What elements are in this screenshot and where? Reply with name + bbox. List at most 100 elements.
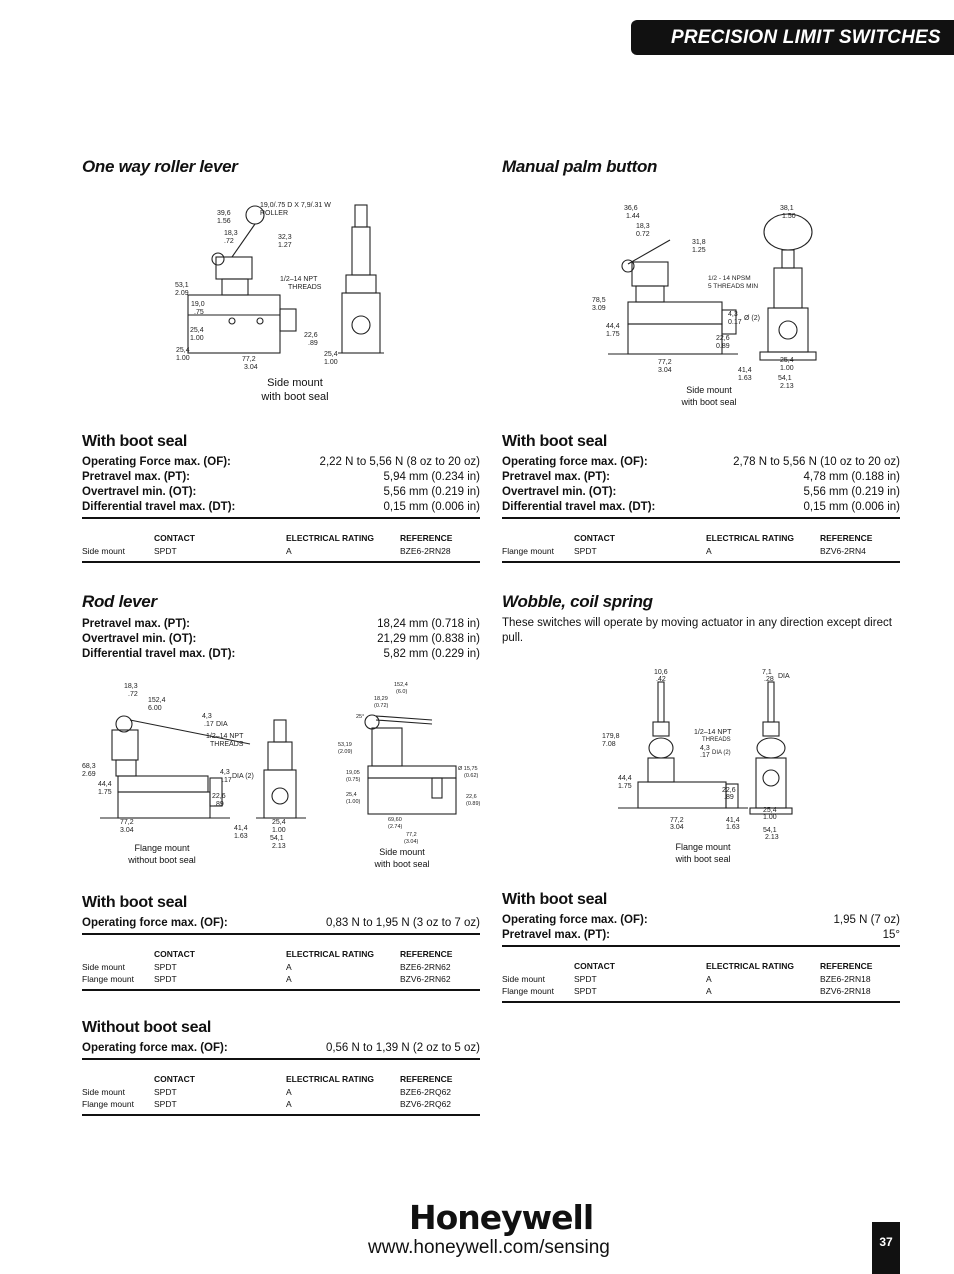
roller-lever-drawing: 19,0/.75 D X 7,9/.31 W ROLLER 39,6 1.56 … <box>172 195 387 375</box>
dim-label: 6.00 <box>148 705 162 712</box>
rod-subtitle-without-boot: Without boot seal <box>82 1019 211 1036</box>
dim-label: .72 <box>224 238 234 245</box>
dim-label: 2.13 <box>272 843 286 850</box>
dim-label: 19,0/.75 D X 7,9/.31 W <box>260 202 331 209</box>
dim-label: ROLLER <box>260 210 288 217</box>
dim-label: 36,6 <box>624 205 638 212</box>
dim-label: 1.00 <box>324 359 338 366</box>
dim-label: 78,5 <box>592 297 606 304</box>
dim-label: 18,3 <box>124 683 138 690</box>
spec-row: Operating force max. (OF):0,56 N to 1,39… <box>82 1041 480 1054</box>
dim-label: 18,3 <box>224 230 238 237</box>
roller-specs-block: With boot seal Operating Force max. (OF)… <box>82 433 480 563</box>
dim-label: THREADS <box>702 737 731 743</box>
dim-label: 2.13 <box>780 383 794 390</box>
dim-label: 54,1 <box>270 835 284 842</box>
dim-label: 4,3 <box>728 311 738 318</box>
dim-label: Ø (2) <box>744 315 760 322</box>
dim-label: 25,4 <box>346 792 357 798</box>
dim-label: 152,4 <box>394 682 408 688</box>
dim-label: 0.72 <box>636 231 650 238</box>
dim-label: .42 <box>656 676 666 683</box>
dim-label: 1/2–14 NPT <box>280 276 318 283</box>
dim-label: (6.0) <box>396 689 407 695</box>
section-title-roller: One way roller lever <box>82 157 238 176</box>
page-number: 37 <box>872 1222 900 1274</box>
dim-label: 19,0 <box>191 301 205 308</box>
spec-row: Pretravel max. (PT):18,24 mm (0.718 in) <box>82 617 480 630</box>
dim-label: 77,2 <box>658 359 672 366</box>
dim-label: 1.44 <box>626 213 640 220</box>
dim-label: (0.72) <box>374 703 389 709</box>
dim-label: 2.69 <box>82 771 96 778</box>
dim-label: 179,8 <box>602 733 620 740</box>
dim-label: 1.00 <box>763 814 777 821</box>
dim-label: (1.00) <box>346 799 361 805</box>
dim-label: 68,3 <box>82 763 96 770</box>
roller-spec-table: Operating Force max. (OF):2,22 N to 5,56… <box>82 454 480 514</box>
dim-label: .72 <box>128 691 138 698</box>
dim-label: .28 <box>764 676 774 683</box>
wobble-spring-drawing: 10,6 .42 7,1 .28 DIA 179,8 7.08 1/2–14 N… <box>598 666 828 846</box>
dim-label: (0.62) <box>464 773 479 779</box>
dim-label: .17 <box>204 721 214 728</box>
dim-label: DIA <box>778 673 790 680</box>
rod-lever-drawing-side: 152,4 (6.0) 18,29 (0.72) 25° 53,19 (2.09… <box>332 680 482 850</box>
spec-row: Overtravel min. (OT):5,56 mm (0.219 in) <box>502 485 900 498</box>
dim-label: 25,4 <box>272 819 286 826</box>
dim-label: 1.63 <box>726 824 740 831</box>
dim-label: 7.08 <box>602 741 616 748</box>
dim-label: .89 <box>724 794 734 801</box>
dim-label: 25,4 <box>780 357 794 364</box>
dim-label: (2.74) <box>388 824 403 830</box>
spec-row: Pretravel max. (PT):5,94 mm (0.234 in) <box>82 470 480 483</box>
rod-drawing-b-caption: Side mount with boot seal <box>374 847 430 869</box>
rod-boot-spec-table: Operating force max. (OF):0,83 N to 1,95… <box>82 915 480 930</box>
dim-label: 41,4 <box>234 825 248 832</box>
palm-subtitle: With boot seal <box>502 433 607 450</box>
roller-drawing-caption: Side mount with boot seal <box>261 377 329 403</box>
dim-label: THREADS <box>288 284 322 291</box>
spec-row: Operating force max. (OF):0,83 N to 1,95… <box>82 916 480 929</box>
wobble-subtitle: With boot seal <box>502 891 607 908</box>
dim-label: 1.27 <box>278 242 292 249</box>
dim-label: 1/2–14 NPT <box>694 729 732 736</box>
dim-label: 1.00 <box>176 355 190 362</box>
dim-label: 53,1 <box>175 282 189 289</box>
dim-label: 44,4 <box>98 781 112 788</box>
dim-label: 4,3 <box>220 769 230 776</box>
dim-label: 25,4 <box>324 351 338 358</box>
dim-label: 1.00 <box>190 335 204 342</box>
rod-block: Rod lever Pretravel max. (PT):18,24 mm (… <box>82 592 480 661</box>
dim-label: (2.09) <box>338 749 353 755</box>
wobble-description: These switches will operate by moving ac… <box>502 617 892 644</box>
footer-url[interactable]: www.honeywell.com/sensing <box>368 1237 610 1258</box>
palm-drawing-caption: Side mount with boot seal <box>681 385 737 407</box>
wobble-spec-table: Operating force max. (OF):1,95 N (7 oz) … <box>502 912 900 942</box>
dim-label: DIA (2) <box>232 773 254 780</box>
dim-label: .17 <box>700 752 710 759</box>
dim-label: 3.04 <box>670 824 684 831</box>
dim-label: 25,4 <box>176 347 190 354</box>
wobble-drawing-caption: Flange mount with boot seal <box>675 842 731 864</box>
spec-row: Pretravel max. (PT):4,78 mm (0.188 in) <box>502 470 900 483</box>
dim-label: 152,4 <box>148 697 166 704</box>
roller-lever-svg: 19,0/.75 D X 7,9/.31 W ROLLER 39,6 1.56 … <box>175 202 384 371</box>
honeywell-logo: Honeywell <box>409 1198 594 1237</box>
dim-label: 1.25 <box>692 247 706 254</box>
dim-label: 2.13 <box>765 834 779 841</box>
dim-label: 1.75 <box>606 331 620 338</box>
dim-label: 53,19 <box>338 742 352 748</box>
dim-label: 3.04 <box>244 364 258 371</box>
wobble-specs-block: With boot seal Operating force max. (OF)… <box>502 891 900 1003</box>
page-header-tab: PRECISION LIMIT SWITCHES <box>631 20 954 55</box>
dim-label: THREADS <box>210 741 244 748</box>
